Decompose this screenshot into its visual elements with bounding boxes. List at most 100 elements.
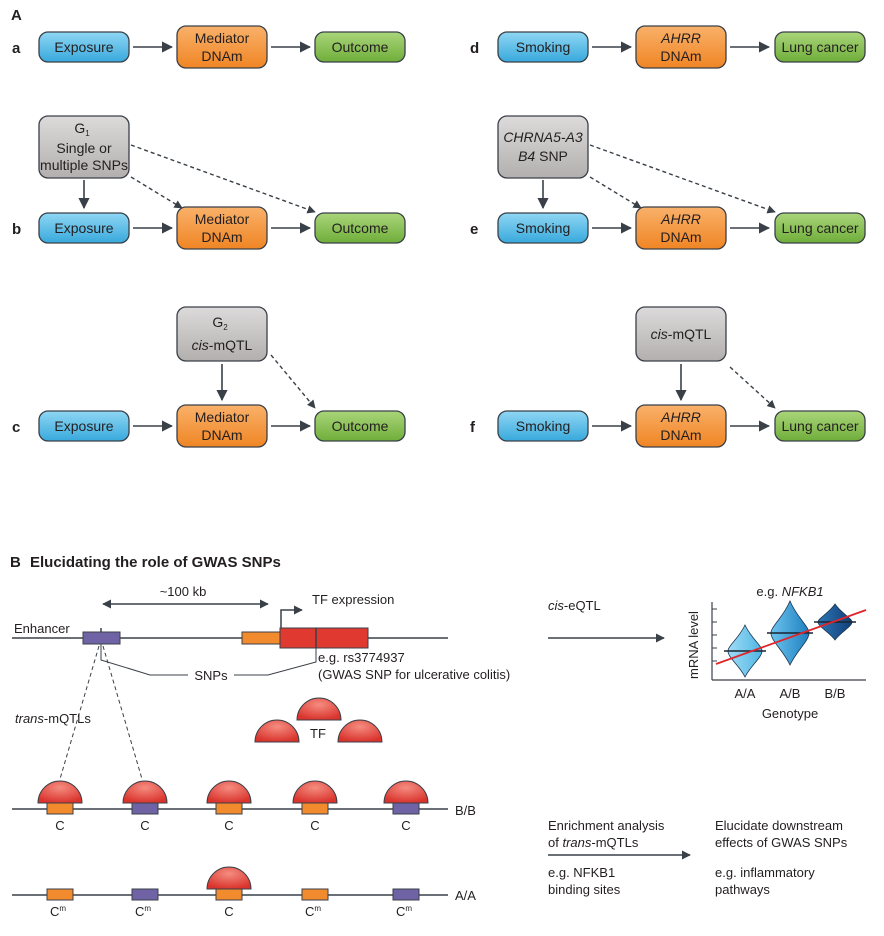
cm-label-aa-4: Cm xyxy=(305,904,321,919)
ahrr-box-e xyxy=(635,206,727,250)
trans-dashed-right xyxy=(102,645,143,780)
row-c-diagram: G2 cis-mQTL Exposure Mediator DNAm Outco… xyxy=(38,306,406,448)
trend-line xyxy=(715,609,867,665)
c-label-aa-3: C xyxy=(224,904,233,919)
tss-arrow xyxy=(280,605,303,628)
eg-inflammatory-line-1: e.g. inflammatory xyxy=(715,865,815,880)
chrna-text-1: CHRNA5-A3 xyxy=(503,129,583,145)
dashed-arrow-e-snp-ahrr xyxy=(589,176,642,209)
exposure-text-a: Exposure xyxy=(54,39,113,55)
genotype-bb-label: B/B xyxy=(455,803,476,818)
c-label-bb-2: C xyxy=(140,818,149,833)
g2-text-1: G2 xyxy=(212,314,228,332)
tf-protein-1 xyxy=(254,719,300,743)
row-b-diagram: G1 Single or multiple SNPs Exposure Medi… xyxy=(38,115,406,250)
x-tick-label-aa: A/A xyxy=(735,686,756,701)
g2-box xyxy=(176,306,268,362)
smoking-box-d xyxy=(497,31,589,63)
mediator-box-c xyxy=(176,404,268,448)
chart-y-ticks xyxy=(712,608,717,662)
chart-violins xyxy=(724,599,856,678)
c-label-bb-5: C xyxy=(401,818,410,833)
row-label-d: d xyxy=(470,40,479,57)
smoking-box-e xyxy=(497,212,589,244)
outcome-box-c xyxy=(314,410,406,442)
outcome-text-b: Outcome xyxy=(332,220,389,236)
smoking-text-d: Smoking xyxy=(516,39,570,55)
ahrr-text-f-2: DNAm xyxy=(660,427,701,443)
lung-cancer-box-f xyxy=(774,410,866,442)
dashed-arrow-b-g1-mediator xyxy=(130,176,183,209)
row-label-a: a xyxy=(12,40,21,57)
exposure-text-b: Exposure xyxy=(54,220,113,236)
x-tick-label-bb: B/B xyxy=(825,686,846,701)
lung-cancer-box-e xyxy=(774,212,866,244)
panel-b-label: B xyxy=(10,554,21,571)
snp-connector-left xyxy=(100,644,188,676)
tf-label: TF xyxy=(310,726,326,741)
mediator-text-a-2: DNAm xyxy=(201,48,242,64)
tf-gene-body xyxy=(279,627,369,649)
cis-mqtl-text: cis-mQTL xyxy=(651,326,712,342)
elucidate-line-1: Elucidate downstream xyxy=(715,818,843,833)
bound-tf-bb-2 xyxy=(122,780,168,804)
outcome-text-a: Outcome xyxy=(332,39,389,55)
g1-text-3: multiple SNPs xyxy=(40,157,128,173)
cm-label-aa-1: Cm xyxy=(50,904,66,919)
g2-text-2: cis-mQTL xyxy=(192,337,253,353)
row-a-diagram: Exposure Mediator DNAm Outcome xyxy=(38,25,406,69)
outcome-text-c: Outcome xyxy=(332,418,389,434)
enrichment-line-1: Enrichment analysis xyxy=(548,818,665,833)
smoking-text-f: Smoking xyxy=(516,418,570,434)
ahrr-box-d xyxy=(635,25,727,69)
lung-cancer-text-f: Lung cancer xyxy=(781,418,858,434)
tf-protein-3 xyxy=(337,719,383,743)
distance-label: ~100 kb xyxy=(160,584,207,599)
bound-tf-bb-4 xyxy=(292,780,338,804)
g1-text-2: Single or xyxy=(56,140,112,156)
mediator-text-b-2: DNAm xyxy=(201,229,242,245)
ahrr-text-e-2: DNAm xyxy=(660,229,701,245)
genotype-aa-label: A/A xyxy=(455,888,476,903)
enhancer-label: Enhancer xyxy=(14,621,70,636)
cpg-site-aa-1 xyxy=(46,888,74,901)
enrichment-line-2: of trans-mQTLs xyxy=(548,835,639,850)
snps-label: SNPs xyxy=(194,668,228,683)
g1-box xyxy=(38,115,130,179)
row-label-f: f xyxy=(470,419,476,436)
exposure-box-b xyxy=(38,212,130,244)
row-e-diagram: CHRNA5-A3 B4 SNP Smoking AHRR DNAm Lung … xyxy=(497,115,866,250)
trans-dashed-left xyxy=(59,645,100,780)
elucidate-line-2: effects of GWAS SNPs xyxy=(715,835,848,850)
dashed-arrow-f-cis-lung xyxy=(729,366,776,409)
eg-snp-label: e.g. rs3774937 xyxy=(318,650,405,665)
outcome-box-b xyxy=(314,212,406,244)
mediator-text-a-1: Mediator xyxy=(195,30,250,46)
cpg-site-bb-5 xyxy=(392,802,420,815)
exposure-box-c xyxy=(38,410,130,442)
tf-expression-label: TF expression xyxy=(312,592,394,607)
row-label-e: e xyxy=(470,221,478,238)
cpg-site-aa-2 xyxy=(131,888,159,901)
dashed-arrow-b-g1-outcome xyxy=(130,144,316,214)
row-label-b: b xyxy=(12,221,21,238)
cpg-site-aa-5 xyxy=(392,888,420,901)
chrna-text-2: B4 SNP xyxy=(518,148,568,164)
mediator-box-a xyxy=(176,25,268,69)
chart-xlabel: Genotype xyxy=(762,706,818,721)
ahrr-text-f-1: AHRR xyxy=(660,409,701,425)
c-label-bb-3: C xyxy=(224,818,233,833)
ahrr-text-d-1: AHRR xyxy=(660,30,701,46)
cpg-site-aa-4 xyxy=(301,888,329,901)
cis-eqtl-label: cis-eQTL xyxy=(548,598,601,613)
lung-cancer-text-d: Lung cancer xyxy=(781,39,858,55)
lung-cancer-text-e: Lung cancer xyxy=(781,220,858,236)
cpg-site-bb-4 xyxy=(301,802,329,815)
cm-label-aa-5: Cm xyxy=(396,904,412,919)
bb-sites: C C C C C xyxy=(37,780,429,833)
bound-tf-bb-5 xyxy=(383,780,429,804)
chart-ylabel: mRNA level xyxy=(686,611,701,679)
x-tick-label-ab: A/B xyxy=(780,686,801,701)
